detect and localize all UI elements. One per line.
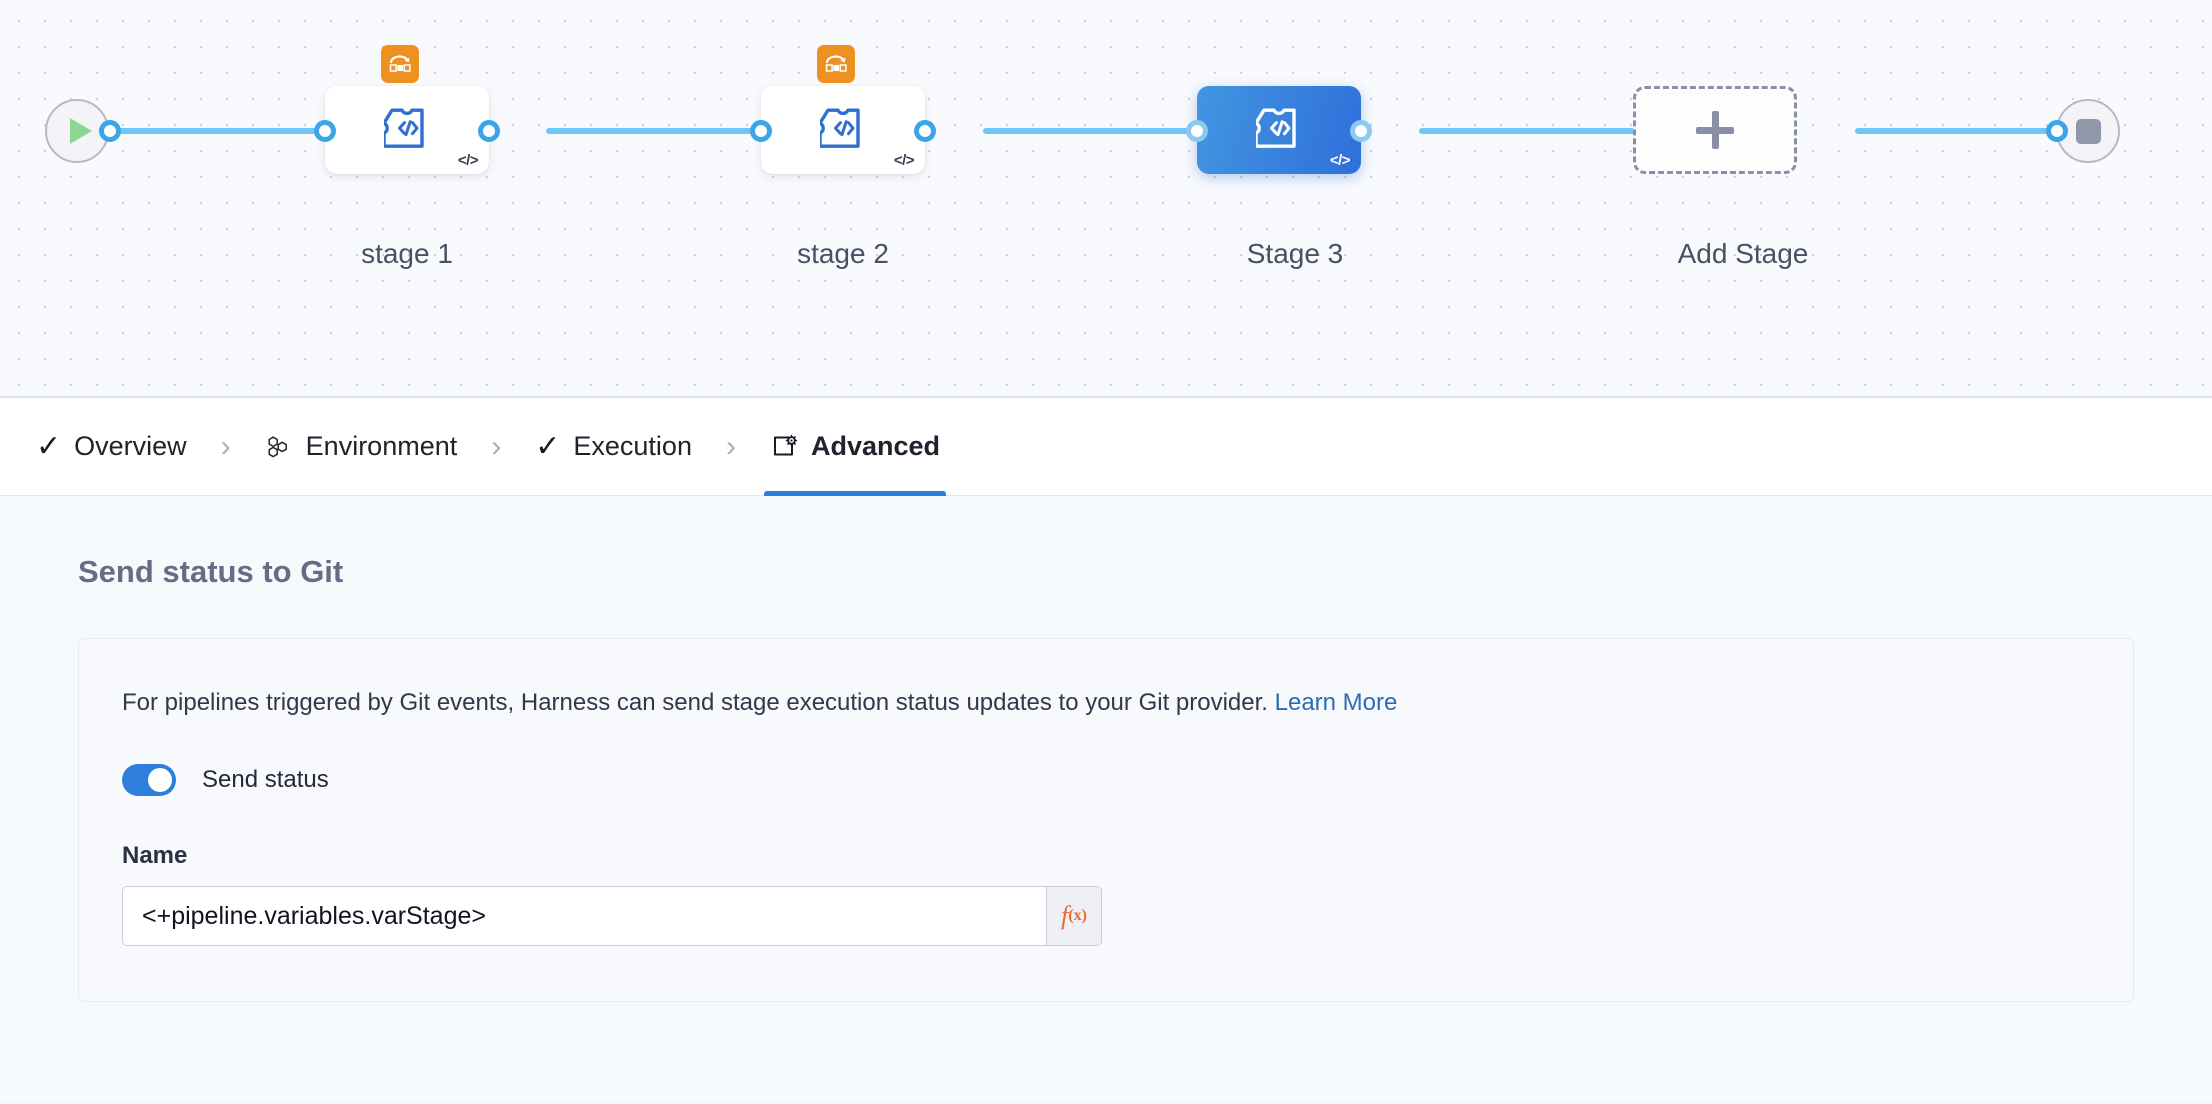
tab-environment[interactable]: Environment xyxy=(259,398,464,496)
custom-stage-code-icon xyxy=(1256,108,1296,148)
stage-label-stage-2: stage 2 xyxy=(797,238,889,269)
connector-line-start-stage1 xyxy=(110,128,320,134)
pipeline-canvas[interactable]: </> stage 1 </> stage 2 </> xyxy=(0,0,2212,398)
connector-dot-end[interactable] xyxy=(2046,120,2068,142)
connector-line-add-end xyxy=(1855,128,2063,134)
connector-dot-stage-1-out[interactable] xyxy=(478,120,500,142)
connector-line-stage3-add xyxy=(1419,128,1641,134)
toggle-knob xyxy=(148,768,172,793)
stage-setup-tabs[interactable]: ✓ Overview › Environment › ✓ Execution ›… xyxy=(0,398,2212,496)
send-status-to-git-card: For pipelines triggered by Git events, H… xyxy=(78,638,2134,1003)
tab-overview-label: Overview xyxy=(74,431,187,461)
card-description-text: For pipelines triggered by Git events, H… xyxy=(122,689,1275,716)
custom-stage-code-icon xyxy=(820,108,860,148)
tab-separator-3: › xyxy=(725,429,736,463)
add-stage-button[interactable] xyxy=(1633,86,1797,174)
stage-1-matrix-strategy-badge[interactable] xyxy=(381,45,419,83)
plus-icon xyxy=(1696,111,1734,149)
matrix-strategy-icon xyxy=(389,55,411,72)
check-icon: ✓ xyxy=(535,429,561,463)
connector-dot-stage-2-in[interactable] xyxy=(750,120,772,142)
tab-advanced-label: Advanced xyxy=(810,431,941,461)
stop-icon xyxy=(2075,118,2101,144)
stage-2-code-marker: </> xyxy=(893,152,915,169)
name-input[interactable] xyxy=(122,886,1046,947)
stage-3-code-marker: </> xyxy=(1329,152,1351,169)
fx-sub-label: (x) xyxy=(1068,907,1087,925)
check-icon: ✓ xyxy=(36,429,62,463)
pipeline-start-node[interactable] xyxy=(45,99,109,163)
connector-dot-start[interactable] xyxy=(99,120,121,142)
send-status-toggle-row: Send status xyxy=(122,764,2090,797)
connector-dot-stage-3-in[interactable] xyxy=(1186,120,1208,142)
hexagons-icon xyxy=(268,435,287,457)
add-stage-label: Add Stage xyxy=(1677,238,1809,269)
name-field-wrapper: f(x) xyxy=(122,886,1102,947)
connector-dot-stage-1-in[interactable] xyxy=(314,120,336,142)
send-status-toggle-label: Send status xyxy=(202,766,329,794)
stage-2-matrix-strategy-badge[interactable] xyxy=(817,45,855,83)
tab-separator-2: › xyxy=(491,429,502,463)
tab-environment-label: Environment xyxy=(305,431,458,461)
send-status-toggle[interactable] xyxy=(122,764,176,797)
tab-execution-label: Execution xyxy=(573,431,692,461)
fx-label: f xyxy=(1061,901,1069,931)
play-icon xyxy=(69,118,92,144)
advanced-tab-content: Send status to Git For pipelines trigger… xyxy=(0,496,2212,1102)
tab-execution[interactable]: ✓ Execution xyxy=(529,398,698,496)
stage-1-code-marker: </> xyxy=(457,152,479,169)
card-description: For pipelines triggered by Git events, H… xyxy=(122,687,2090,719)
name-field-label: Name xyxy=(122,842,188,870)
stage-label-stage-1: stage 1 xyxy=(361,238,453,269)
matrix-strategy-icon xyxy=(825,55,847,72)
stage-label-stage-3: Stage 3 xyxy=(1246,238,1344,269)
page-title: Send status to Git xyxy=(78,554,344,589)
connector-line-stage2-stage3 xyxy=(983,128,1193,134)
connector-dot-stage-2-out[interactable] xyxy=(914,120,936,142)
tab-separator-1: › xyxy=(220,429,231,463)
tab-overview[interactable]: ✓ Overview xyxy=(30,398,193,496)
stage-card-stage-1[interactable]: </> xyxy=(325,86,489,174)
advanced-gear-icon xyxy=(773,434,798,455)
learn-more-link[interactable]: Learn More xyxy=(1274,689,1398,716)
stage-card-stage-2[interactable]: </> xyxy=(761,86,925,174)
connector-dot-stage-3-out[interactable] xyxy=(1350,120,1372,142)
stage-card-stage-3[interactable]: </> xyxy=(1197,86,1361,174)
connector-line-stage1-stage2 xyxy=(546,128,758,134)
custom-stage-code-icon xyxy=(384,108,424,148)
expression-fx-button[interactable]: f(x) xyxy=(1046,886,1102,947)
tab-advanced[interactable]: Advanced xyxy=(763,398,947,496)
